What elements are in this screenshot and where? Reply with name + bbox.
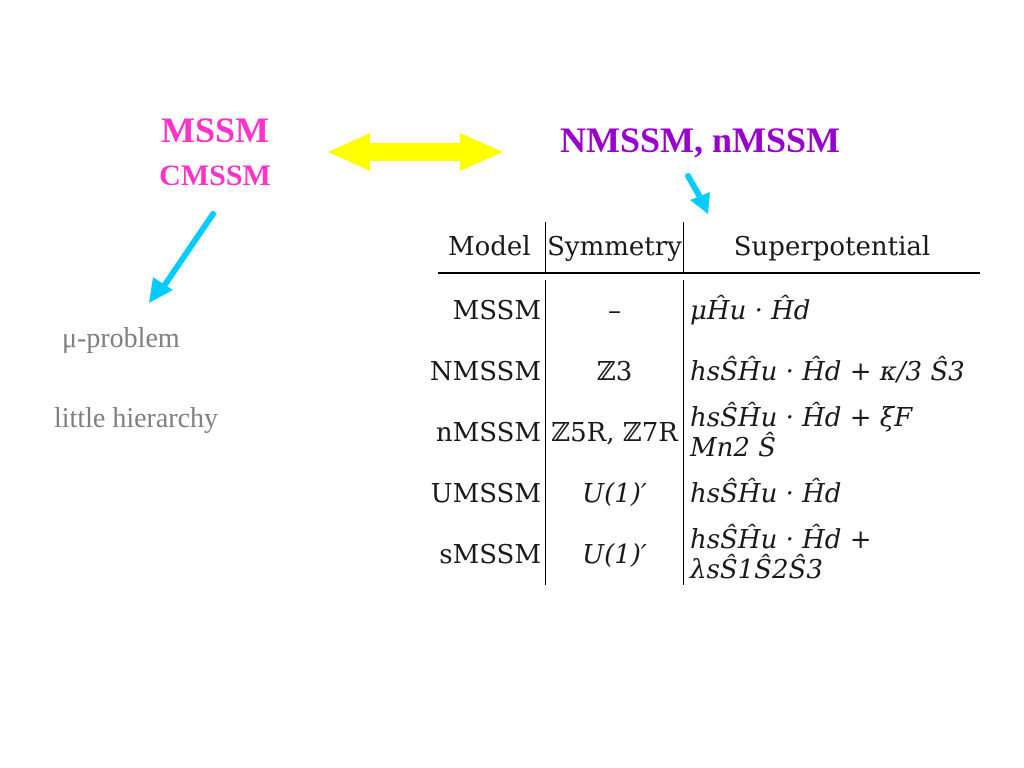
header-symmetry: Symmetry — [546, 222, 684, 272]
cell-symmetry: ℤ3 — [546, 341, 684, 402]
arrow-down-right-icon — [685, 173, 703, 200]
little-hierarchy-note: little hierarchy — [54, 403, 219, 434]
cell-symmetry: ℤ5R, ℤ7R — [546, 402, 684, 463]
nmssm-nmssm-title: NMSSM, nMSSM — [559, 120, 841, 160]
cell-model: NMSSM — [430, 341, 546, 402]
table-row: sMSSM U(1)′ hsŜĤu · Ĥd + λsŜ1Ŝ2Ŝ3 — [438, 524, 980, 585]
mssm-title: MSSM — [161, 110, 269, 150]
mu-problem-note: μ-problem — [62, 323, 180, 354]
cell-model: sMSSM — [438, 524, 546, 585]
cell-symmetry: U(1)′ — [546, 463, 684, 524]
double-arrow-icon — [328, 133, 503, 171]
models-table: Model Symmetry Superpotential MSSM – μĤu… — [430, 222, 980, 585]
arrow-head-down-left — [149, 277, 173, 303]
cmssm-title: CMSSM — [159, 159, 271, 192]
table-row: MSSM – μĤu · Ĥd — [438, 280, 980, 341]
cell-superpotential: μĤu · Ĥd — [690, 295, 811, 326]
cell-model: nMSSM — [436, 402, 546, 463]
cell-symmetry: U(1)′ — [546, 524, 684, 585]
cell-superpotential: hsŜĤu · Ĥd + λsŜ1Ŝ2Ŝ3 — [690, 524, 872, 585]
header-superpotential: Superpotential — [733, 232, 931, 262]
table-row: nMSSM ℤ5R, ℤ7R hsŜĤu · Ĥd + ξF Mn2 Ŝ — [436, 402, 980, 463]
arrow-head-down-right — [690, 192, 710, 214]
cell-model: UMSSM — [431, 463, 546, 524]
header-model: Model — [438, 222, 546, 272]
cell-superpotential: hsŜĤu · Ĥd + ξF Mn2 Ŝ — [690, 402, 913, 463]
cell-symmetry: – — [546, 280, 684, 341]
cell-superpotential: hsŜĤu · Ĥd — [690, 478, 842, 509]
table-row: NMSSM ℤ3 hsŜĤu · Ĥd + κ/3 Ŝ3 — [430, 341, 980, 402]
cell-superpotential: hsŜĤu · Ĥd + κ/3 Ŝ3 — [690, 356, 965, 387]
table-header-row: Model Symmetry Superpotential — [438, 222, 980, 274]
table-row: UMSSM U(1)′ hsŜĤu · Ĥd — [431, 463, 980, 524]
arrow-down-left-icon — [159, 211, 216, 292]
cell-model: MSSM — [438, 280, 546, 341]
